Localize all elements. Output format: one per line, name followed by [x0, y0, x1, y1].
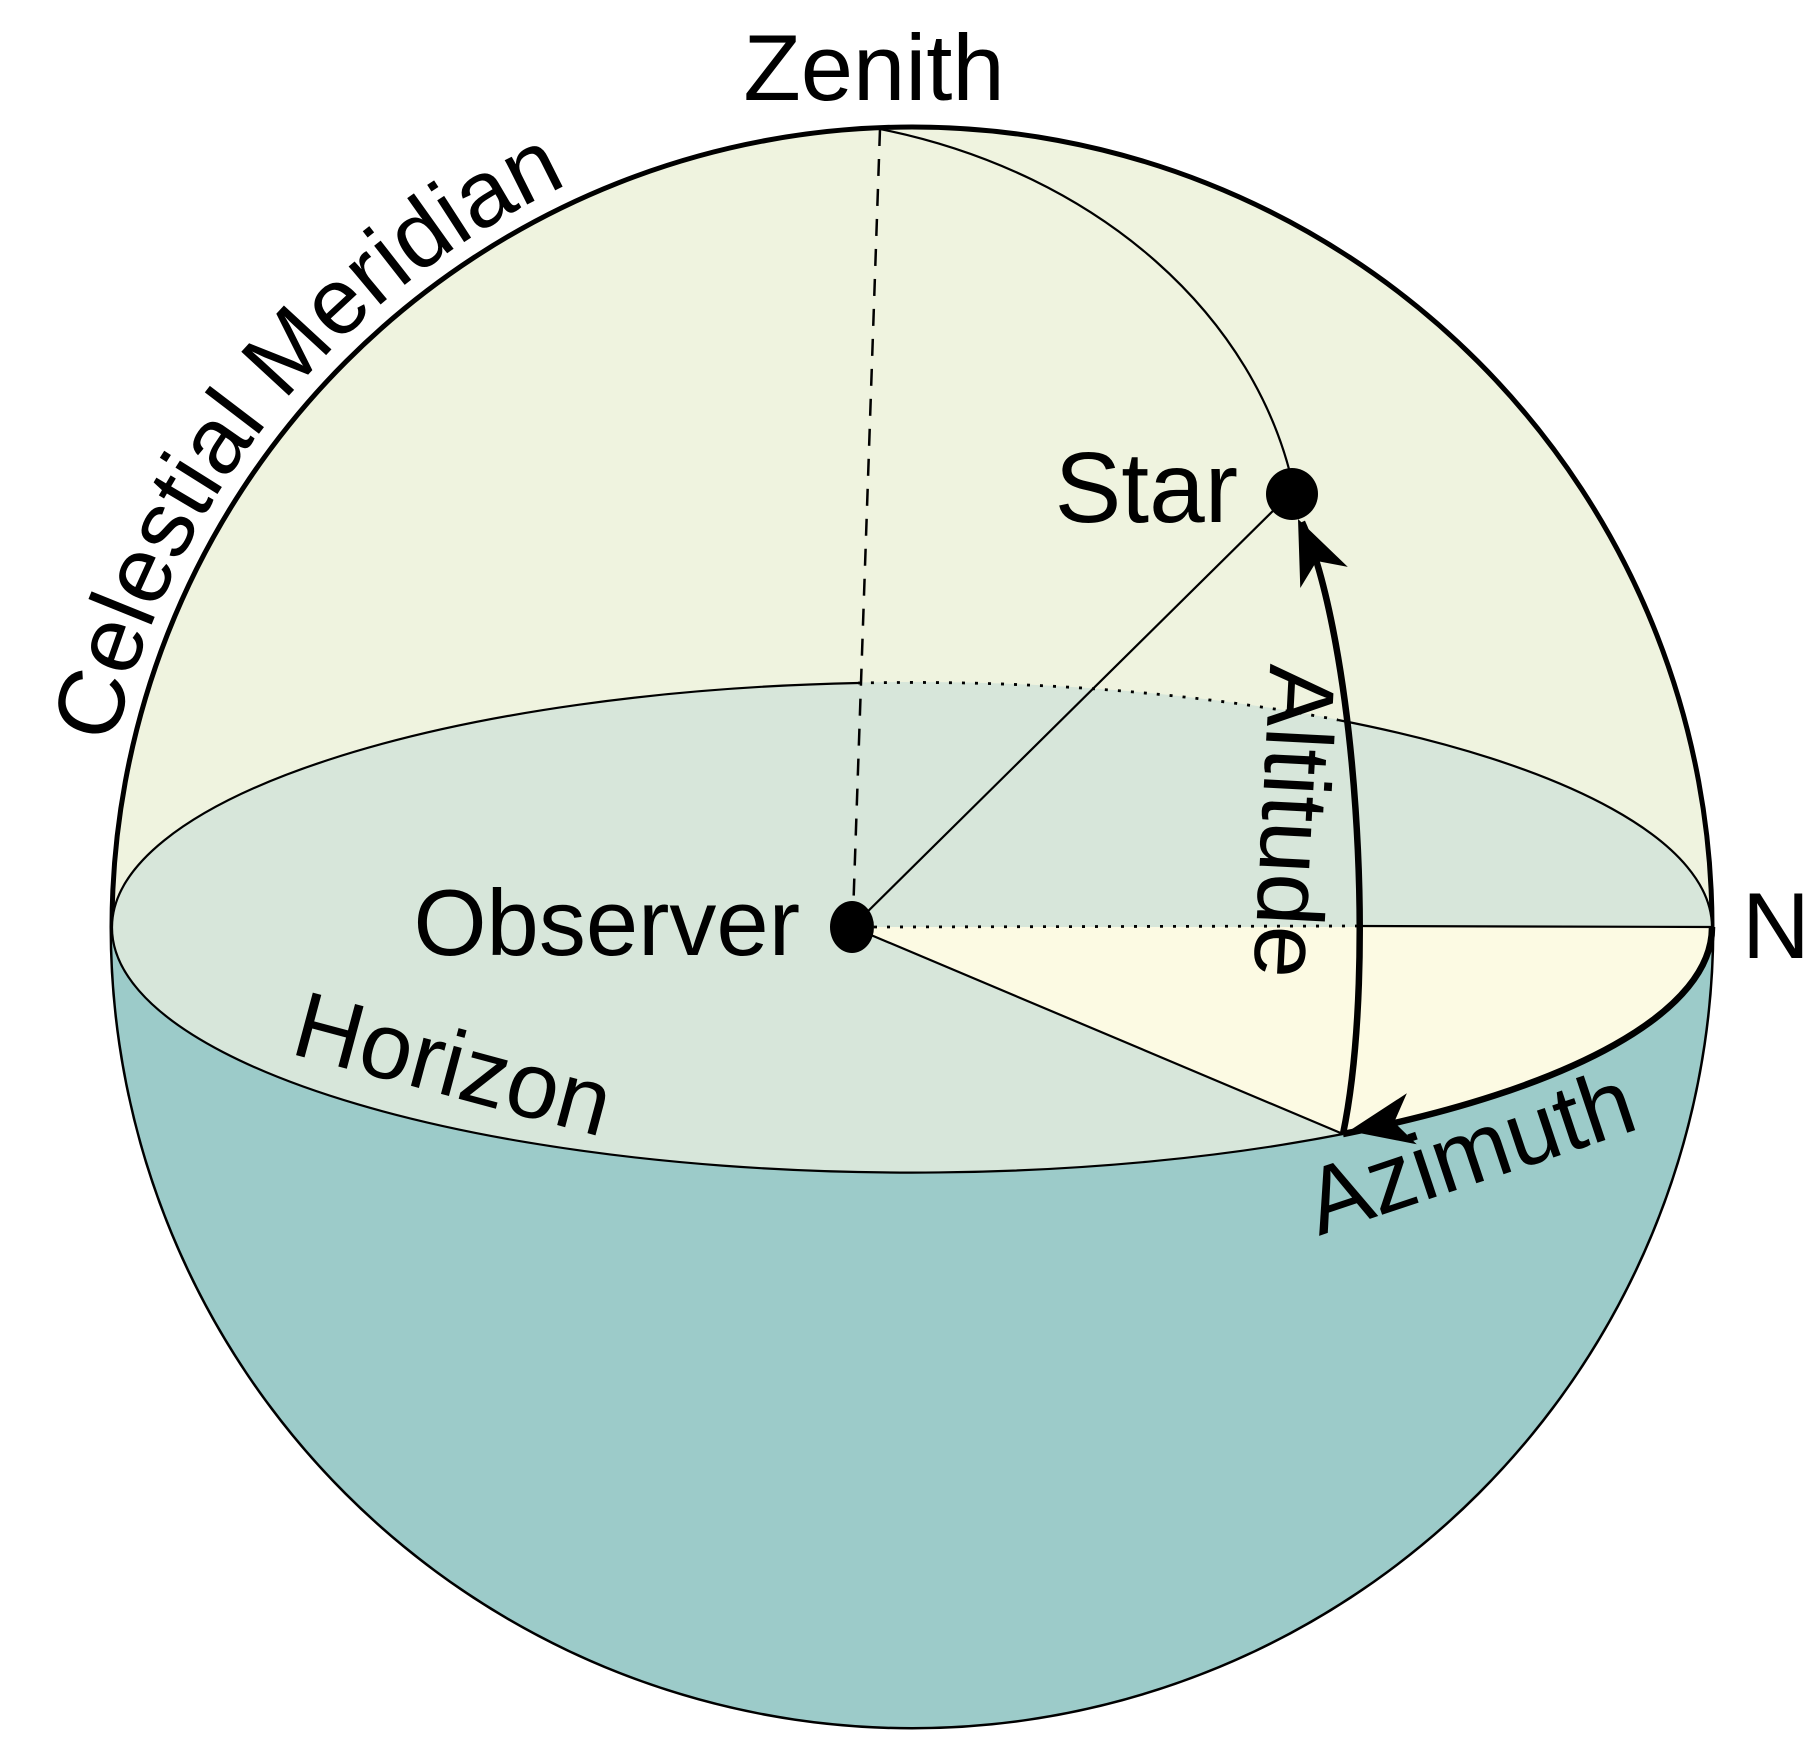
lower-hemisphere [112, 927, 1712, 1727]
horizon-back-edge-right [1337, 718, 1714, 928]
horizon-back-edge-left [110, 681, 859, 928]
label-star: Star [1055, 432, 1238, 544]
horizon-back-edge-hidden [857, 681, 1339, 722]
zenith-observer-dashed-line [851, 128, 882, 917]
altitude-arrowhead-icon [1298, 519, 1348, 589]
star-dot [1266, 468, 1318, 520]
label-observer: Observer [413, 870, 800, 975]
label-zenith: Zenith [743, 15, 1004, 120]
observer-star-line [851, 493, 1291, 928]
azimuth-arc [1342, 926, 1716, 1138]
star-vertical-circle [879, 127, 1296, 491]
label-altitude: Altitude [1234, 662, 1355, 981]
label-north: N [1742, 873, 1810, 978]
azimuth-arrowhead-icon [1349, 1093, 1417, 1145]
observer-horizon-line [851, 925, 1344, 1136]
altitude-arc [1299, 520, 1363, 1135]
observer-north-line [1356, 924, 1713, 929]
horizon-front-edge [110, 926, 1344, 1174]
observer-north-line-dotted [873, 924, 1358, 929]
observer-dot [830, 901, 874, 953]
azimuth-sector [852, 927, 1713, 1134]
